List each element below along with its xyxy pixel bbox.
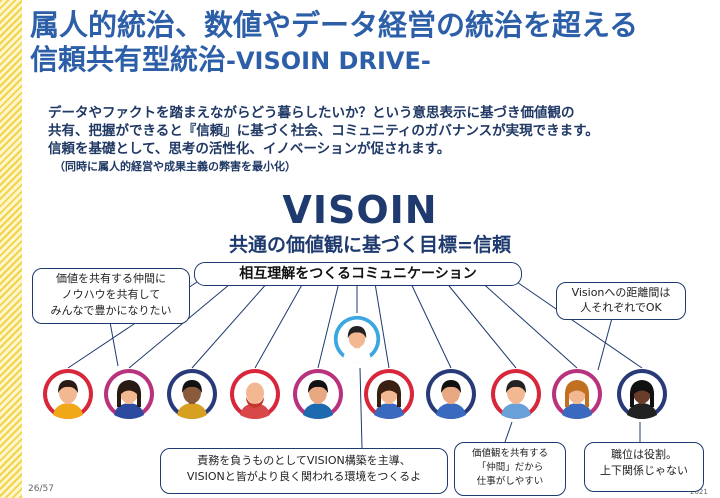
intro-line-2: 共有、把握ができると『信頼』に基づく社会、コミュニティのガバナンスが実現できます… [48,123,599,139]
page-title: 属人的統治、数値やデータ経営の統治を超える [30,8,639,42]
member-avatar-icon [491,369,541,419]
intro-line-1: データやファクトを踏まえながらどう暮らしたいか？という意思表示に基づき価値観の [48,105,575,121]
member-avatar-icon [104,369,154,419]
page-number: 26/57 [28,484,54,494]
callout-line: Visionへの距離間は [571,286,671,299]
callout-line: みんなで豊かになりたい [50,304,172,317]
callout-line: 上下関係じゃない [600,464,688,477]
year-label: 2021 [690,488,708,496]
connector-line [128,279,236,369]
callout-pointer [504,421,513,443]
callout-line: 「仲間」だから [476,462,544,473]
callout-line: 責務を負うものとしてVISION構築を主導、 [197,454,411,467]
connector-line [317,279,341,369]
subtitle-suffix: -VISOIN DRIVE- [226,47,431,75]
callout-leader-role: 責務を負うものとしてVISION構築を主導、 VISIONと皆がより良く関われる… [160,448,448,494]
callout-line: 仕事がしやすい [476,476,544,487]
intro-line-3: 信頼を基礎として、思考の活性化、イノベーションが促されます。 [48,141,451,157]
member-avatar-icon [552,369,602,419]
member-avatar-icon [426,369,476,419]
callout-line: 人それぞれでOK [580,301,662,314]
connector-line [408,279,452,369]
callout-share-knowhow: 価値を共有する仲間に ノウハウを共有して みんなで豊かになりたい [32,268,190,324]
callout-pointer [109,321,119,367]
callout-pointer [359,367,363,449]
connector-line [443,279,517,369]
intro-text: データやファクトを踏まえながらどう暮らしたいか？という意思表示に基づき価値観の … [48,104,720,176]
communication-box: 相互理解をつくるコミュニケーション [194,262,522,286]
connector-line [373,279,390,369]
member-avatar-icon [167,369,217,419]
connector-line [254,279,306,369]
member-avatar-icon [293,369,343,419]
callout-position-role: 職位は役割。 上下関係じゃない [584,442,704,492]
leader-avatar-icon [333,315,381,363]
callout-vision-distance: Visionへの距離間は 人それぞれでOK [556,282,686,320]
connector-line [513,279,643,369]
connector-line [478,279,578,369]
callout-line: 職位は役割。 [611,448,677,461]
intro-note: （同時に属人的経営や成果主義の弊害を最小化） [54,160,296,173]
page-subtitle: 信頼共有型統治-VISOIN DRIVE- [30,38,720,78]
subtitle-main: 信頼共有型統治 [30,43,227,76]
callout-line: 価値を共有する仲間に [56,272,166,285]
visoin-heading: VISOIN [282,188,438,232]
callout-pointer [597,317,613,371]
callout-line: 価値観を共有する [471,448,548,459]
goal-heading: 共通の価値観に基づく目標=信頼 [229,234,511,256]
callout-line: ノウハウを共有して [61,288,161,301]
connector-line [191,279,271,369]
member-avatar-icon [230,369,280,419]
member-avatar-icon [617,369,667,419]
callout-line: VISIONと皆がより良く関われる環境をつくるよ [186,470,422,483]
callout-shared-values: 価値観を共有する 「仲間」だから 仕事がしやすい [454,442,566,496]
decorative-stripe [0,0,22,498]
member-avatar-icon [43,369,93,419]
member-avatar-icon [364,369,414,419]
